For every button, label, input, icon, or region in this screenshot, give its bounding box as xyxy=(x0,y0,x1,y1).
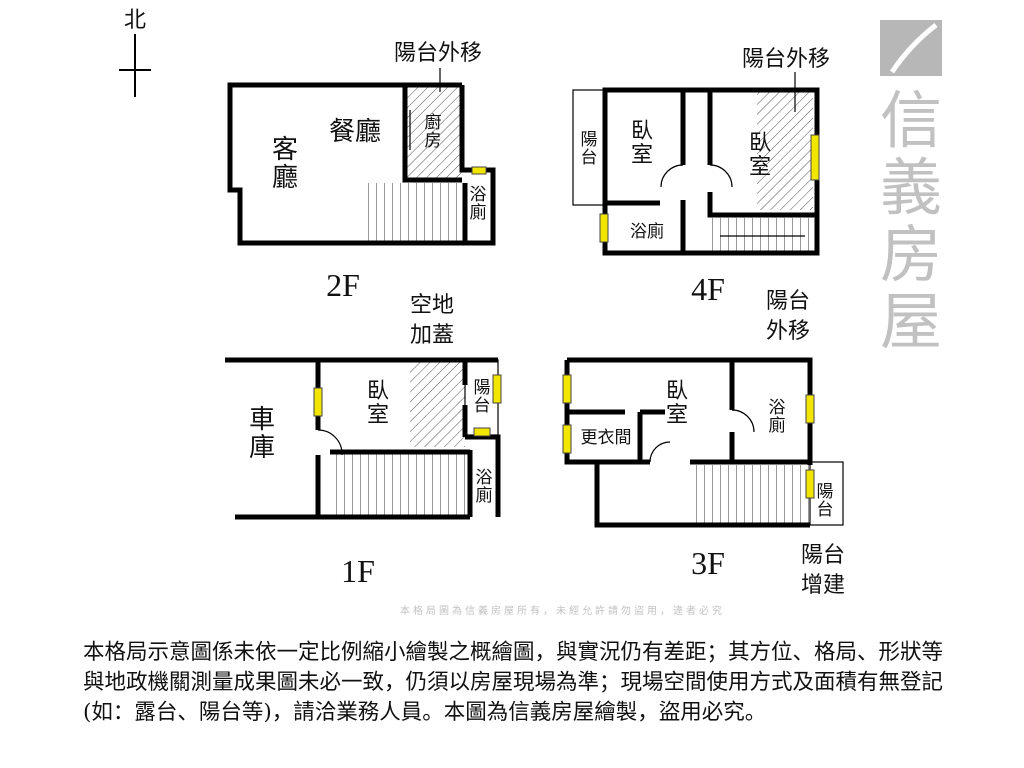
room-label-bath: 浴廁 xyxy=(470,185,487,223)
annotation-label: 空地加蓋 xyxy=(410,293,454,348)
watermark-notice: 本格局圖為信義房屋所有，未經允許請勿盜用，違者必究 xyxy=(400,604,725,617)
floor-label-3f: 3F xyxy=(691,545,725,581)
north-label: 北 xyxy=(124,8,146,33)
floor-label-4f: 4F xyxy=(691,271,725,307)
room-label-bedroom-2: 臥室 xyxy=(749,131,771,180)
room-label-garage: 車庫 xyxy=(249,405,275,463)
annotation-label: 陽台外移 xyxy=(394,41,482,66)
room-label-balcony: 陽台 xyxy=(474,378,491,416)
watermark-brand: 信義房屋 xyxy=(880,84,942,358)
room-label-bath: 浴廁 xyxy=(769,398,786,436)
north-arrow-icon: 北 xyxy=(119,8,151,97)
room-label-bath: 浴廁 xyxy=(630,221,664,242)
floor-2f: 客廳 餐廳 廚房 浴廁 陽台外移 2F xyxy=(227,41,496,303)
floor-label-1f: 1F xyxy=(341,553,375,589)
room-label-living: 客廳 xyxy=(272,135,298,193)
room-label-closet: 更衣間 xyxy=(581,428,632,448)
room-label-bedroom: 臥室 xyxy=(666,379,688,428)
room-label-dining: 餐廳 xyxy=(329,117,381,147)
room-label-kitchen: 廚房 xyxy=(425,112,442,151)
annotation-label-top: 陽台外移 xyxy=(766,289,810,344)
room-label-bath: 浴廁 xyxy=(476,468,493,506)
disclaimer-text: 本格局示意圖係未依一定比例縮小繪製之概繪圖，與實況仍有差距；其方位、格局、形狀等… xyxy=(83,640,944,725)
room-label-bedroom: 臥室 xyxy=(367,379,389,428)
room-label-balcony: 陽台 xyxy=(817,482,834,520)
floor-4f: 陽台 臥室 臥室 浴廁 陽台外移 4F xyxy=(572,47,830,307)
annotation-label: 陽台外移 xyxy=(742,47,830,72)
room-label-bedroom-1: 臥室 xyxy=(631,119,653,168)
watermark: 信義房屋 本格局圖為信義房屋所有，未經允許請勿盜用，違者必究 xyxy=(400,20,942,617)
room-label-balcony: 陽台 xyxy=(581,130,598,168)
annotation-label-bottom: 陽台增建 xyxy=(801,543,845,598)
floor-label-2f: 2F xyxy=(326,267,360,303)
floor-1f: 車庫 臥室 陽台 浴廁 空地加蓋 1F xyxy=(225,293,502,589)
floor-3f: 臥室 更衣間 浴廁 陽台 陽台外移 陽台增建 3F xyxy=(562,289,845,598)
